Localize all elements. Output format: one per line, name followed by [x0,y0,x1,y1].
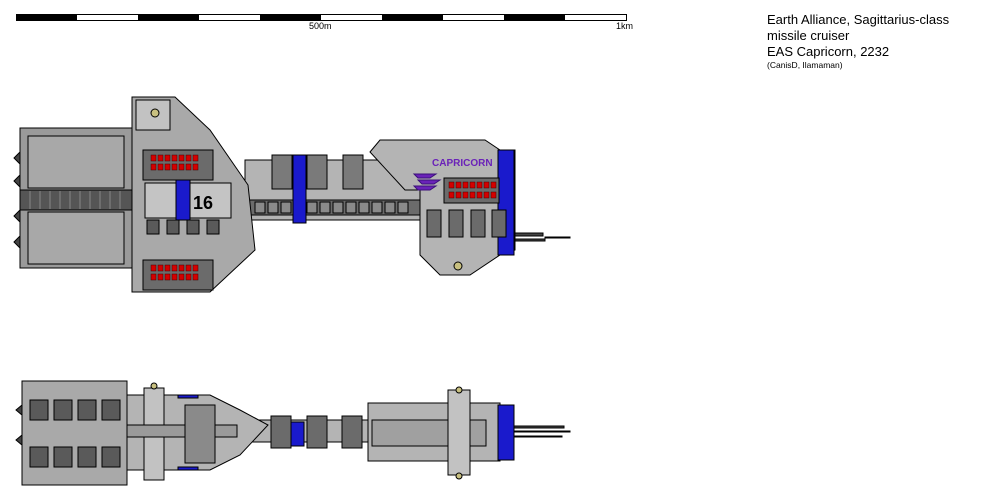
ship-side-view [15,380,571,486]
ship-top-view: 16 CAPRICORN [13,96,571,293]
side-turret-dot [150,382,158,390]
spine-stripe [292,154,307,224]
scale-segment [260,15,321,20]
engine-vents [19,189,133,211]
side-top-stripe [177,394,199,399]
forward-turret-dot [453,261,463,271]
hull-number: 16 [193,193,213,213]
scale-segment [382,15,443,20]
bow-prongs [514,232,571,242]
side-mid-band [126,424,238,438]
caption-credit: (CanisD, Ilamaman) [767,60,843,70]
scale-segment [504,15,565,20]
scale-segment [138,15,199,20]
side-forward-dot [455,386,463,394]
spine-pods [271,154,364,190]
forward-windows [448,181,497,199]
side-engine-block [21,380,128,486]
scale-bar [16,14,627,21]
side-bow-prongs [513,425,571,438]
side-pods [270,415,363,449]
side-thrusters [15,403,23,447]
caption-line: Earth Alliance, Sagittarius-class [767,12,950,27]
hull-blocks [146,219,220,235]
side-spine-stripe [289,421,305,447]
caption-line: EAS Capricorn, 2232 [767,44,890,59]
forward-pods [426,209,507,238]
caption-line: missile cruiser [767,28,850,43]
side-forward-mast [447,389,471,476]
engine-lower [27,211,125,265]
engine-upper [27,135,125,189]
emblem-icon [412,173,442,191]
side-bow-stripe [497,404,515,461]
ship-name-label: CAPRICORN [432,158,493,169]
upper-windows [150,154,199,171]
trench-blocks [254,201,409,214]
turret-dot [150,108,160,118]
lower-windows [150,264,199,281]
scale-label-500m: 500m [309,21,332,31]
thruster-cones [13,150,21,250]
side-forward-dot [455,472,463,480]
side-housing [184,404,216,464]
ship-caption: Earth Alliance, Sagittarius-class missil… [767,12,949,71]
side-bottom-stripe [177,466,199,471]
vent-lines [29,191,121,209]
hull-stripe [175,179,191,221]
scale-segment [17,15,77,20]
scale-label-1km: 1km [616,21,634,31]
side-engine-ports [29,399,121,468]
bow-stripe [497,149,515,256]
